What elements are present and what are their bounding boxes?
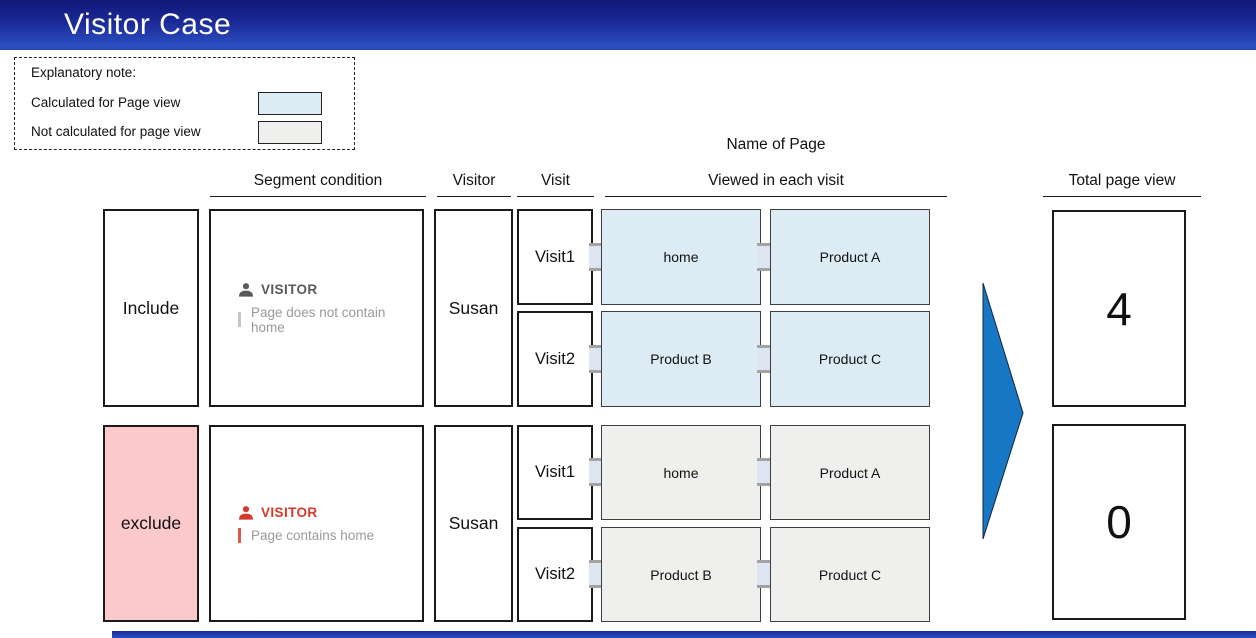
page-box-home: home: [601, 209, 761, 305]
segment-condition-text: Page contains home: [251, 527, 375, 543]
column-header-visit: Visit: [517, 172, 594, 197]
total-page-view-include: 4: [1052, 210, 1186, 407]
connector: [757, 243, 771, 271]
segment-condition-include: VISITOR Page does not contain home: [209, 209, 424, 407]
page-box-product-b: Product B: [601, 527, 761, 622]
visitor-name-box: Susan: [434, 209, 513, 407]
legend-label-not-calculated: Not calculated for page view: [31, 124, 201, 139]
connector: [589, 458, 603, 486]
legend-title: Explanatory note:: [31, 65, 137, 80]
page-box-product-c: Product C: [770, 527, 930, 622]
column-header-segment-condition: Segment condition: [210, 172, 426, 197]
column-header-name-of-page: Name of Page: [726, 136, 826, 153]
segment-condition-exclude: VISITOR Page contains home: [209, 425, 424, 622]
segment-condition-row: Page contains home: [238, 527, 375, 543]
page-box-product-c: Product C: [770, 311, 930, 407]
connector: [757, 458, 771, 486]
legend-swatch-not-calculated: [258, 121, 322, 144]
page-box-product-a: Product A: [770, 209, 930, 305]
visit2-box: Visit2: [517, 311, 593, 407]
visit2-box: Visit2: [517, 527, 593, 622]
segment-condition-text: Page does not contain home: [250, 304, 386, 335]
segment-entity-label: VISITOR: [261, 282, 318, 297]
column-header-viewed-in-each-visit: Viewed in each visit: [605, 172, 947, 197]
column-header-total-page-view: Total page view: [1043, 172, 1201, 197]
page-box-home: home: [601, 425, 761, 520]
visit1-box: Visit1: [517, 209, 593, 305]
connector: [589, 560, 603, 588]
result-arrow-icon: [982, 282, 1024, 540]
segment-condition-row: Page does not contain home: [238, 305, 422, 335]
visit1-box: Visit1: [517, 425, 593, 520]
page-box-product-a: Product A: [770, 425, 930, 520]
visitor-name-box: Susan: [434, 425, 513, 622]
include-mode-box: Include: [103, 209, 199, 407]
page-box-product-b: Product B: [601, 311, 761, 407]
segment-entity-row: VISITOR: [238, 505, 318, 521]
condition-bar: [238, 312, 241, 327]
visitor-person-icon: [239, 505, 253, 520]
total-page-view-exclude: 0: [1052, 424, 1186, 620]
page-title: Visitor Case: [64, 8, 232, 41]
footer-bar: [112, 631, 1256, 638]
legend-swatch-calculated: [258, 92, 322, 115]
legend-label-calculated: Calculated for Page view: [31, 95, 181, 110]
condition-bar: [238, 527, 241, 543]
segment-entity-label: VISITOR: [261, 505, 318, 520]
connector: [589, 345, 603, 373]
connector: [589, 243, 603, 271]
column-header-visitor: Visitor: [437, 172, 511, 197]
connector: [757, 345, 771, 373]
header-bar: [0, 0, 1256, 50]
segment-entity-row: VISITOR: [238, 282, 318, 298]
exclude-mode-box: exclude: [103, 425, 199, 622]
connector: [757, 560, 771, 588]
visitor-person-icon: [239, 282, 253, 297]
explanatory-note-box: Explanatory note: Calculated for Page vi…: [14, 57, 355, 150]
